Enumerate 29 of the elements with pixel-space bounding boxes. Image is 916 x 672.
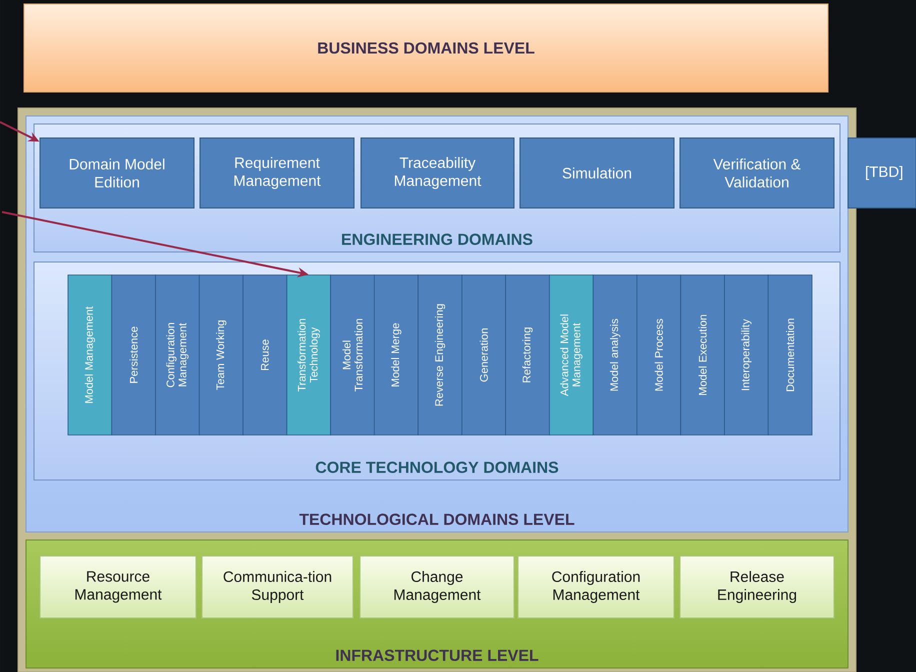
technology-column: Team Working — [198, 274, 244, 436]
technology-column: Model Merge — [374, 274, 418, 436]
technology-column: Model analysis — [592, 274, 638, 436]
technology-column: Model Execution — [680, 274, 725, 436]
technology-column: Interoperability — [724, 274, 769, 436]
technology-column: Configuration Management — [155, 274, 200, 436]
technology-column: Refactoring — [505, 274, 550, 436]
technology-column: Documentation — [768, 274, 812, 436]
infrastructure-box: Configuration Management — [518, 556, 674, 618]
infrastructure-box: Change Management — [360, 556, 514, 618]
technology-column: Reuse — [242, 274, 288, 436]
technology-column: Model Management — [68, 274, 112, 436]
technology-column: Model Transformation — [330, 274, 375, 436]
technology-column: Model Process — [636, 274, 682, 436]
infrastructure-box: Resource Management — [40, 556, 196, 618]
infrastructure-box: Release Engineering — [680, 556, 834, 618]
technology-column: Transformation Technology — [286, 274, 331, 436]
infrastructure-box: Communica-tion Support — [202, 556, 354, 618]
level-band: BUSINESS DOMAINS LEVEL — [24, 4, 828, 92]
technology-column: Generation — [462, 274, 506, 436]
technology-column: Persistence — [111, 274, 156, 436]
domain-box: Requirement Management — [200, 138, 354, 208]
technology-column: Advanced Model Management — [549, 274, 594, 436]
domain-box: Traceability Management — [360, 138, 514, 208]
technology-column: Reverse Engineering — [418, 274, 462, 436]
domain-box: Domain Model Edition — [40, 138, 194, 208]
domain-box: [TBD] — [848, 138, 916, 208]
domain-box: Verification & Validation — [680, 138, 834, 208]
domain-box: Simulation — [520, 138, 674, 208]
